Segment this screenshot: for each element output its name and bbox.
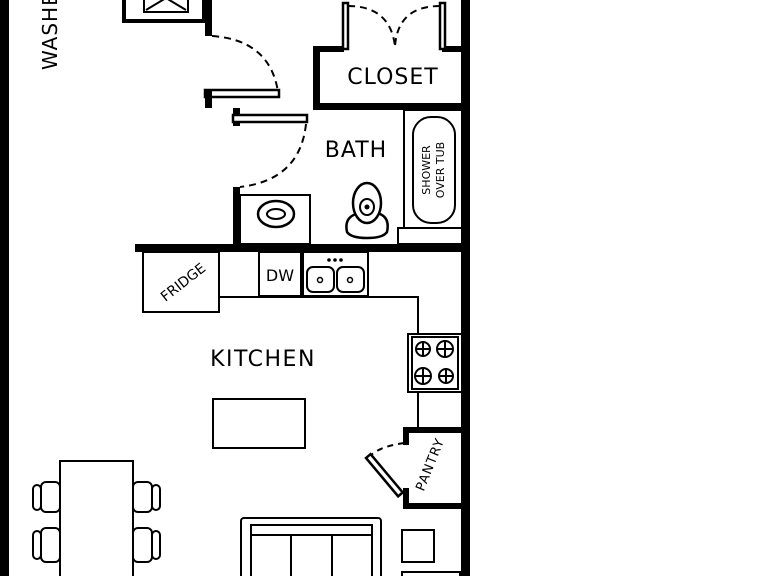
chair-left-1 [32, 481, 61, 513]
doors [203, 1, 447, 499]
pantry-left-wall-top [403, 427, 409, 445]
fridge [142, 251, 220, 313]
shower-label-line1: SHOWER [420, 145, 433, 195]
washer-door-leaf [203, 88, 281, 99]
sofa [240, 517, 382, 576]
shower-label-line2: OVER TUB [434, 142, 447, 198]
sink-drain-left [316, 276, 324, 284]
dishwasher-label: DW [266, 266, 294, 285]
sofa-cushion-left [250, 534, 292, 576]
sofa-cushion-right [331, 534, 373, 576]
toilet-tank [345, 212, 389, 240]
closet-label: CLOSET [347, 65, 438, 90]
closet-bath-wall [313, 103, 466, 110]
washer-inner-box [143, 0, 189, 13]
chair-left-2 [32, 527, 61, 563]
chair-right-2 [132, 527, 161, 563]
chair-right-1 [132, 481, 161, 513]
dishwasher [258, 251, 302, 297]
closet-door-swing-left [347, 5, 396, 47]
bath-room: BATH SHOWER OVER TUB [239, 109, 463, 245]
pantry-left-wall-bottom [403, 488, 409, 508]
toilet-drain [364, 204, 370, 210]
pantry-bottom-wall [403, 503, 466, 509]
washer-door-jamb [205, 90, 212, 108]
pantry-door-leaf [364, 452, 405, 499]
kitchen-label: KITCHEN [210, 347, 316, 372]
burners [414, 340, 454, 385]
tub-step [397, 227, 463, 245]
washer-room: WASHER [38, 0, 206, 70]
dining-table [59, 460, 134, 576]
closet-jamb-right [442, 46, 466, 52]
faucet-dot [339, 258, 343, 262]
burner-grate [415, 341, 453, 384]
sofa-back [250, 524, 373, 536]
closet-door-right [438, 1, 447, 51]
kitchen-sink-basin-right [336, 266, 365, 293]
kitchen: FRIDGE DW KITCHEN [142, 251, 463, 449]
closet-jamb-left [313, 46, 344, 52]
kitchen-island [212, 398, 306, 449]
pantry-label: PANTRY [413, 436, 448, 493]
bath-door-leaf [231, 113, 309, 124]
side-table [401, 529, 435, 563]
shelf [401, 571, 461, 576]
faucet-dot [327, 258, 331, 262]
pantry-top-wall [403, 427, 466, 433]
washer-door-swing [211, 35, 279, 93]
washer-room-wall [205, 0, 212, 36]
bath-label: BATH [325, 138, 387, 163]
right-outer-wall [461, 0, 470, 576]
tub-inner [412, 116, 456, 224]
bath-left-wall-lower [233, 187, 240, 248]
kitchen-top-wall [135, 244, 470, 252]
washer-inner-cross [145, 0, 187, 11]
walls [0, 0, 470, 576]
washer-label: WASHER [38, 0, 62, 70]
dining-set [32, 460, 161, 576]
kitchen-sink-basin-left [306, 266, 335, 293]
left-outer-wall [0, 0, 9, 576]
pantry-door-swing [366, 442, 405, 461]
closet-door-swing-right [394, 5, 441, 47]
closet-door-left [341, 1, 350, 51]
sink-drain-right [346, 276, 354, 284]
bath-door-swing [239, 123, 307, 188]
closet-left-wall [313, 46, 320, 107]
sofa-cushion-middle [290, 534, 333, 576]
sink-inner [266, 208, 286, 220]
faucet-dot [333, 258, 337, 262]
